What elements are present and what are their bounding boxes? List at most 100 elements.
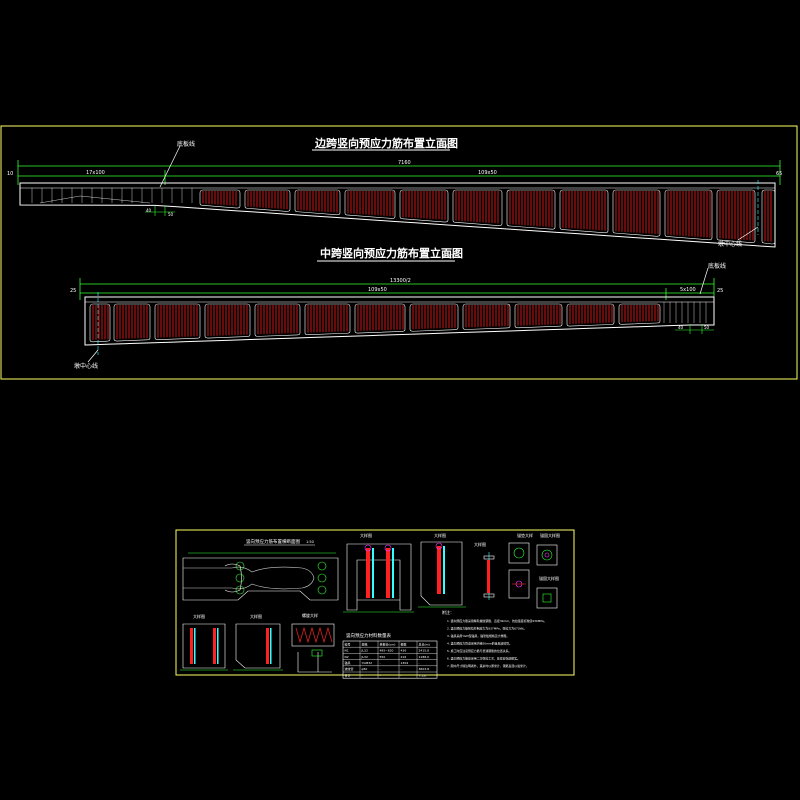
side-span-label-bottom-leader — [737, 226, 759, 241]
mid-span-segment — [304, 303, 351, 336]
table-cell: - — [362, 673, 363, 677]
mid-span-dim-small-b: 50 — [704, 325, 710, 330]
table-cell: - — [419, 661, 420, 665]
mid-span-title: 中跨竖向预应力筋布置立面图 — [320, 246, 463, 260]
table-cell: φ50 — [362, 667, 368, 671]
side-span-label-top: 底板线 — [177, 140, 195, 148]
side-span-dim-right: 109x50 — [478, 170, 497, 176]
mid-span-segment — [618, 303, 661, 325]
detail-6-title: 锚固大样图 — [539, 575, 559, 581]
notes-list: 1. 竖向预应力筋采用精轧螺纹钢筋，直径32mm，抗拉强度标准值930MPa。 2… — [447, 618, 547, 668]
side-span-dim-left-end: 10 — [7, 171, 13, 177]
table-cell: N1 — [345, 649, 349, 653]
mid-span-beam-outline — [84, 296, 715, 346]
table-cell: 合计 — [345, 672, 351, 677]
bottom-title-main: 竖向预应力筋布置横断面图 — [246, 538, 300, 545]
table-title: 竖向预应力材料数量表 — [346, 632, 391, 639]
table-header-cell: 根数 — [401, 641, 407, 646]
mid-span-segment — [204, 303, 251, 339]
table-cell: 波纹管 — [345, 666, 354, 671]
mid-span-dim-total: 13300/2 — [390, 278, 411, 284]
detail-5-title: 锚固大样图 — [540, 532, 560, 538]
small-detail-b-drawing — [233, 623, 283, 671]
table-cell: YGM32 — [362, 661, 373, 665]
detail-4-drawing — [508, 542, 530, 599]
side-span-beam-outline — [19, 182, 776, 248]
detail-3-tendon — [487, 560, 490, 593]
mid-span-segment — [89, 303, 111, 343]
detail-1-tendons — [364, 544, 394, 598]
note-line: 1. 竖向预应力筋采用精轧螺纹钢筋，直径32mm，抗拉强度标准值930MPa。 — [447, 618, 547, 623]
side-span-segment — [344, 189, 396, 219]
table-cell: 7.52t — [419, 673, 428, 677]
mid-span-tendons — [92, 305, 659, 340]
spring-coil — [295, 626, 333, 644]
table-cell: - — [380, 673, 381, 677]
detail-5-drawing — [536, 544, 558, 566]
detail-6-drawing — [536, 587, 558, 609]
table-cell: 1304 — [401, 661, 409, 665]
side-span-dim-small-b: 50 — [168, 212, 174, 217]
note-line: 3. 锚具采用YGM型锚具，锚垫板规格见大样图。 — [447, 633, 509, 638]
table-cell: 锚具 — [345, 660, 351, 665]
bottom-sheet-frame — [175, 529, 575, 676]
small-detail-b-title: 大样图 — [250, 613, 262, 619]
side-span-label-bottom: 墩中心线 — [718, 240, 742, 248]
detail-2-drawing — [418, 541, 466, 608]
mid-span-segment — [462, 303, 511, 330]
side-span-label-top-leader — [159, 145, 181, 188]
mid-span-segment — [566, 303, 615, 327]
table-header-cell: 总长(m) — [419, 641, 430, 646]
small-detail-a-drawing — [180, 623, 228, 671]
detail-2-title: 大样图 — [434, 532, 446, 538]
table-header-cell: 规格 — [362, 641, 368, 646]
spring-base-detail — [297, 649, 332, 673]
detail-3-title: 大样图 — [474, 541, 486, 547]
table-cell: 436 — [401, 649, 407, 653]
small-detail-a-title: 大样图 — [193, 613, 205, 619]
table-cell: JL32 — [361, 655, 368, 659]
side-span-dim-total: 7160 — [398, 160, 411, 166]
bottom-title-scale: 1:50 — [306, 540, 314, 544]
top-sheet-frame — [0, 125, 798, 380]
mid-span-dim-main: 109x50 — [368, 287, 387, 293]
mid-span-small-dims — [675, 324, 714, 334]
side-span-bottom-trace — [39, 195, 151, 204]
mid-span-dim-right: 5x100 — [680, 287, 696, 293]
note-line: 7. 图中尺寸除注明者外，其余均以厘米计，钢筋直径以毫米计。 — [447, 663, 529, 668]
table-cell: - — [401, 673, 402, 677]
mid-span-dim-small-a: 40 — [678, 325, 684, 330]
cross-section-drawing — [182, 552, 339, 601]
spring-title: 螺旋大样 — [302, 612, 318, 618]
notes-title: 附注： — [442, 609, 454, 615]
table-cell: - — [380, 667, 381, 671]
mid-span-segment — [354, 303, 406, 334]
note-line: 2. 竖向预应力筋张拉控制应力为837MPa，张拉力为673kN。 — [447, 626, 526, 631]
mid-span-label-bottom-leader — [87, 349, 99, 363]
side-span-title-scale: 1:200 — [438, 144, 452, 150]
mid-span-dimension-line — [79, 278, 715, 300]
table-cell: - — [380, 661, 381, 665]
side-span-segment — [199, 189, 241, 209]
table-header-cell: 单根长(cm) — [380, 641, 396, 646]
side-span-segment — [716, 189, 756, 243]
side-span-segment — [559, 189, 609, 234]
side-span-segment — [664, 189, 713, 241]
side-span-segment — [294, 189, 341, 216]
side-span-title: 边跨竖向预应力筋布置立面图 — [314, 136, 458, 150]
side-span-beam-path — [19, 182, 776, 248]
table-cell: 3603.8 — [419, 667, 430, 671]
table-cell: - — [401, 667, 402, 671]
side-span-dimension-line — [17, 160, 781, 185]
table-cell: N2 — [345, 655, 349, 659]
side-span-segment — [399, 189, 449, 223]
cross-section-anchors — [235, 561, 327, 595]
side-span-tendons — [202, 191, 772, 242]
mid-span-label-top-leader — [699, 267, 709, 295]
small-detail-a-tendons — [190, 628, 219, 664]
table-cell: 216 — [401, 655, 407, 659]
table-cell: 550 — [380, 655, 386, 659]
side-span-segment — [612, 189, 661, 237]
